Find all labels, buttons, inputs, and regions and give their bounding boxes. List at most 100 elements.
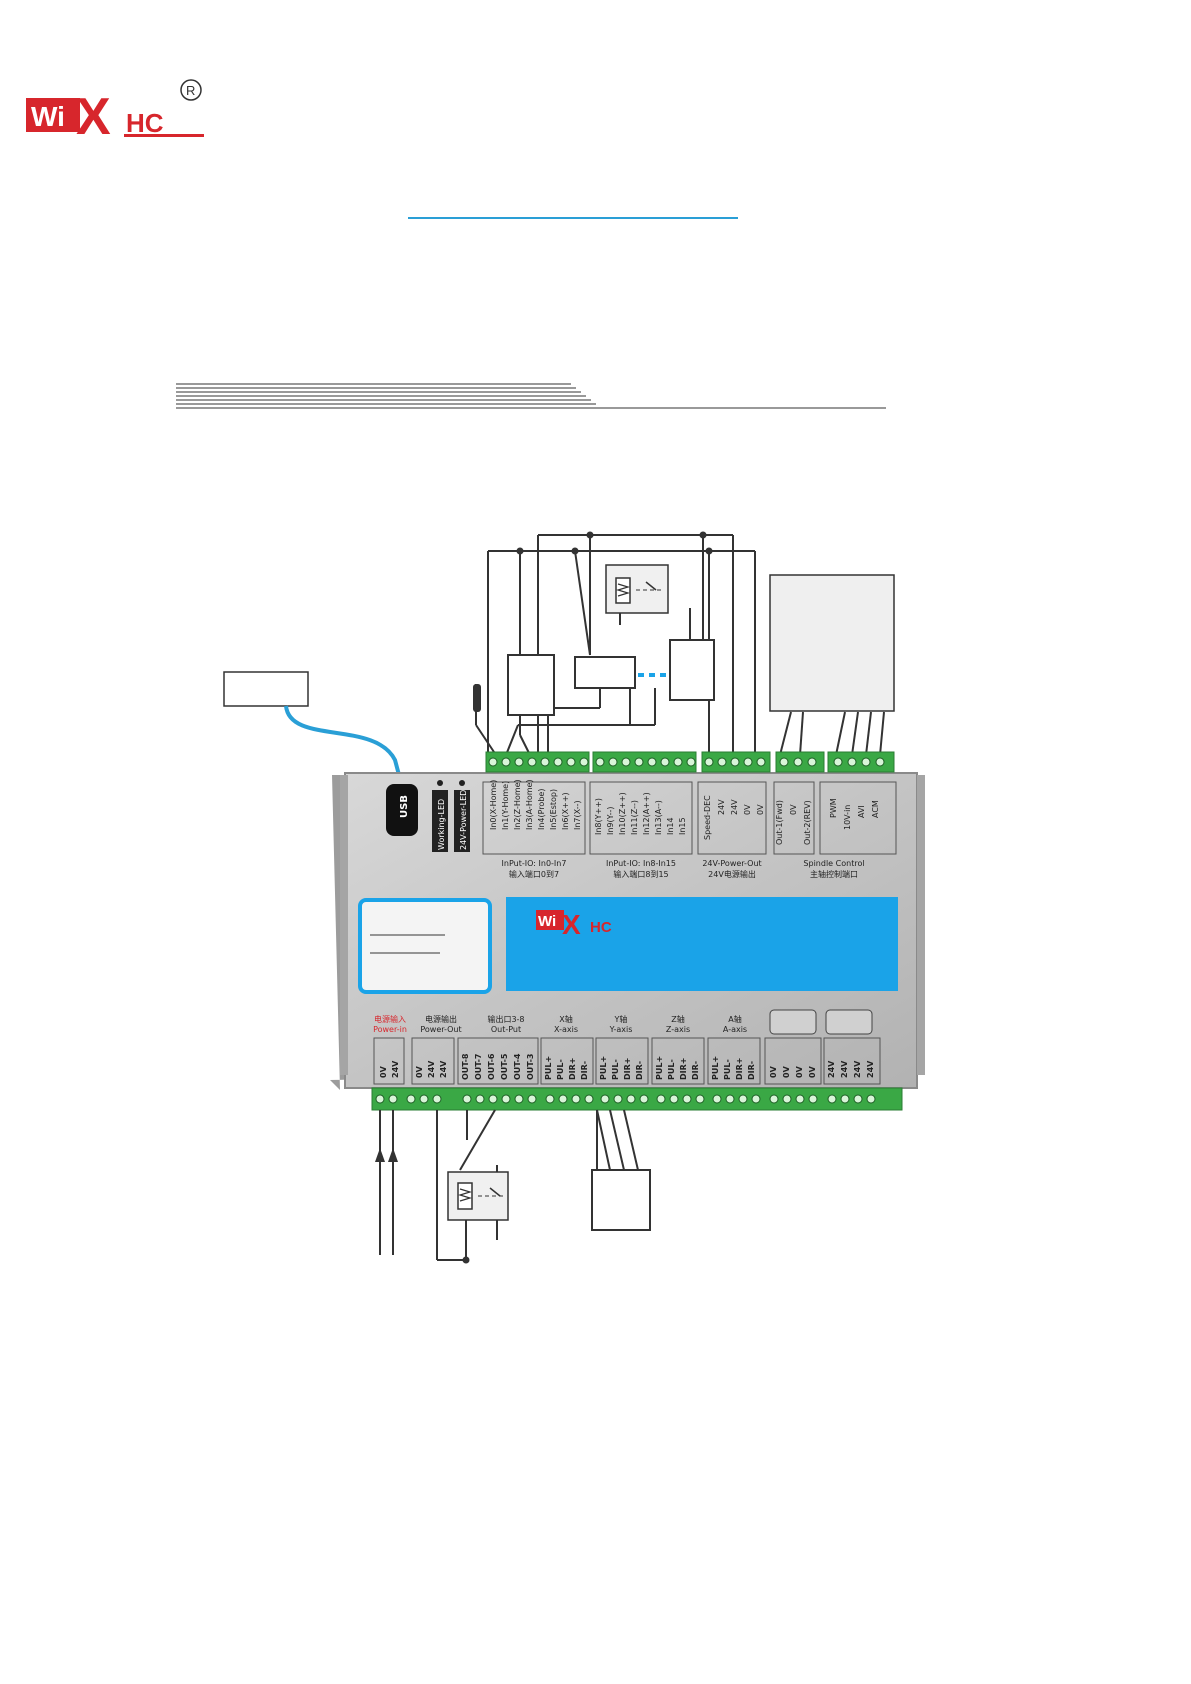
pin-label-out-0v: 0V (789, 804, 798, 815)
pin-y-pul-plus: PUL+ (599, 1056, 608, 1080)
caption-power-in-cn: 电源输入 (374, 1014, 406, 1024)
power-led-icon (459, 780, 465, 786)
caption-output: Out-Put (491, 1025, 521, 1034)
panel-logo-wi: Wi (538, 913, 556, 930)
link-underline[interactable] (408, 217, 738, 219)
caption-power-out: 24V-Power-Out (702, 859, 761, 868)
panel-logo-hc: HC (590, 919, 612, 936)
usb-port[interactable] (386, 784, 418, 836)
pin-label-24v-b: 24V (730, 799, 739, 815)
pin-label-in15: In15 (678, 817, 687, 835)
pin-label-speed-dec: Speed-DEC (703, 795, 712, 840)
pin-z-pul-plus: PUL+ (655, 1056, 664, 1080)
pin-power-out-24v-b: 24V (439, 1060, 448, 1078)
pin-label-in4: In4(Probe) (537, 789, 546, 830)
pin-gnd-b: 0V (782, 1065, 791, 1078)
pin-label-10v-in: 10V-in (843, 805, 852, 830)
caption-y-axis-cn: Y轴 (614, 1014, 628, 1024)
pin-label-in1: In1(Y-Home) (501, 781, 510, 830)
pin-label-in3: In3(A-Home) (525, 779, 534, 830)
caption-a-axis-cn: A轴 (728, 1014, 741, 1024)
logo-x-text: X (76, 88, 111, 146)
arrow-icon-24v (388, 1148, 398, 1162)
jumper-block-right (825, 1009, 873, 1035)
section-heading-bar (176, 383, 886, 409)
pin-label-acm: ACM (871, 800, 880, 818)
pin-24v-d: 24V (866, 1060, 875, 1078)
blue-brand-panel (506, 897, 898, 991)
pin-z-dir-minus: DIR- (691, 1061, 700, 1080)
registered-mark: R (186, 83, 195, 98)
caption-x-axis-cn: X轴 (559, 1014, 572, 1024)
pin-label-in10: In10(Z++) (618, 792, 627, 835)
pin-x-pul-minus: PUL- (556, 1059, 565, 1080)
pin-out8: OUT-8 (461, 1053, 470, 1080)
pin-power-out-24v-a: 24V (427, 1060, 436, 1078)
pin-power-in-24v: 24V (391, 1060, 400, 1078)
pin-label-in2: In2(Z-Home) (513, 779, 522, 830)
pin-label-in9: In9(Y--) (606, 807, 615, 835)
jumper-block-left (769, 1009, 817, 1035)
caption-power-in: Power-in (373, 1025, 407, 1034)
pin-label-in7: In7(X--) (573, 800, 582, 830)
caption-in0-7: InPut-IO: In0-In7 (502, 859, 567, 868)
pin-label-in5: In5(Estop) (549, 789, 558, 830)
pin-a-dir-plus: DIR+ (735, 1058, 744, 1080)
working-led-label: Working-LED (437, 799, 446, 850)
caption-z-axis: Z-axis (666, 1025, 690, 1034)
pin-label-in6: In6(X++) (561, 792, 570, 830)
pin-label-in14: In14 (666, 817, 675, 835)
limit-switch-box (507, 654, 555, 716)
pin-label-in13: In13(A--) (654, 800, 663, 835)
logo-wi-text: Wi (31, 101, 65, 132)
pin-gnd-d: 0V (808, 1065, 817, 1078)
registered-icon (180, 79, 202, 101)
panel-logo-x: X (562, 909, 581, 940)
pin-out3: OUT-3 (526, 1054, 535, 1080)
spindle-inverter-box (769, 574, 895, 712)
pin-label-in12: In12(A++) (642, 792, 651, 835)
usb-label: USB (399, 795, 410, 818)
caption-a-axis: A-axis (723, 1025, 747, 1034)
pin-label-avi: AVI (857, 805, 866, 818)
caption-x-axis: X-axis (554, 1025, 578, 1034)
arrow-icon-0v (375, 1148, 385, 1162)
pin-y-dir-minus: DIR- (635, 1061, 644, 1080)
pin-power-in-0v: 0V (379, 1065, 388, 1078)
pin-gnd-a: 0V (769, 1065, 778, 1078)
pin-label-out1: Out-1(Fwd) (775, 800, 784, 845)
serial-label-card (358, 898, 492, 994)
proximity-sensor-box (574, 656, 636, 689)
pin-label-24v-a: 24V (717, 799, 726, 815)
pin-gnd-c: 0V (795, 1065, 804, 1078)
usb-cable (284, 705, 405, 791)
pc-box (223, 671, 309, 707)
pin-y-dir-plus: DIR+ (623, 1058, 632, 1080)
pin-a-pul-minus: PUL- (723, 1059, 732, 1080)
caption-bottom-power-out: Power-Out (420, 1025, 461, 1034)
caption-z-axis-cn: Z轴 (671, 1014, 684, 1024)
caption-in0-7-cn: 输入端口0到7 (509, 869, 559, 879)
pin-out6: OUT-6 (487, 1053, 496, 1080)
pin-out4: OUT-4 (513, 1053, 522, 1080)
pin-label-in11: In11(Z--) (630, 800, 639, 835)
pin-label-0v-b: 0V (756, 804, 765, 815)
caption-bottom-power-out-cn: 电源输出 (425, 1014, 457, 1024)
pin-label-in0: In0(X-Home) (489, 780, 498, 830)
pushbutton-icon (473, 684, 481, 712)
pin-x-dir-minus: DIR- (580, 1061, 589, 1080)
top-terminal-strips (485, 751, 895, 773)
pin-out7: OUT-7 (474, 1054, 483, 1080)
bottom-terminal-strip (371, 1087, 903, 1111)
bottom-wiring (379, 1109, 639, 1261)
pin-label-0v-a: 0V (743, 804, 752, 815)
pin-out5: OUT-5 (500, 1053, 509, 1080)
caption-y-axis: Y-axis (609, 1025, 633, 1034)
caption-output-cn: 输出口3-8 (487, 1014, 524, 1024)
pin-label-out2: Out-2(REV) (803, 800, 812, 845)
working-led-icon (437, 780, 443, 786)
pin-y-pul-minus: PUL- (611, 1059, 620, 1080)
pin-z-pul-minus: PUL- (667, 1059, 676, 1080)
caption-spindle-cn: 主轴控制端口 (810, 869, 858, 879)
